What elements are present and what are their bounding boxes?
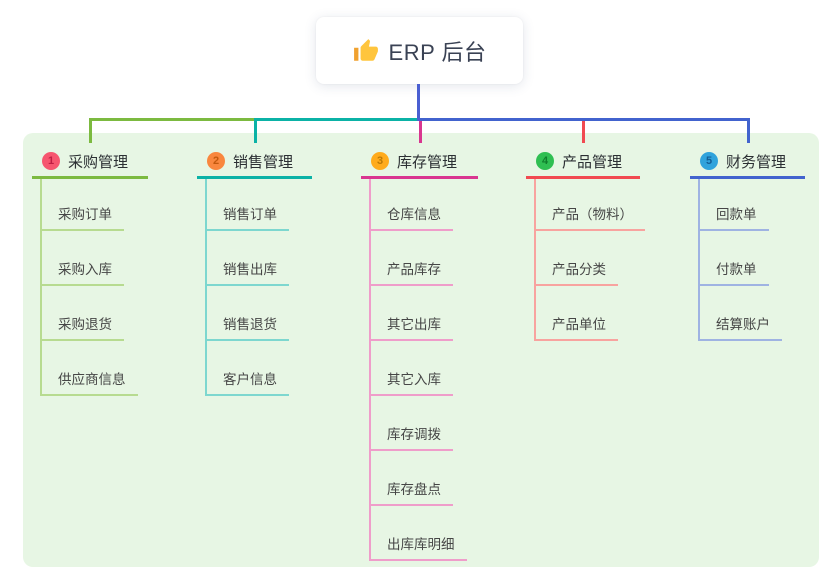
branch-3: 3 库存管理仓库信息产品库存其它出库其它入库库存调拨库存盘点出库库明细 bbox=[361, 146, 478, 561]
branch-panel bbox=[23, 133, 819, 567]
branch-title-label: 库存管理 bbox=[397, 153, 458, 171]
branch-2-number-badge: 2 bbox=[207, 152, 225, 170]
branch-5: 5 财务管理回款单付款单结算账户 bbox=[690, 146, 805, 341]
branch-4-child-2[interactable]: 产品分类 bbox=[534, 261, 618, 286]
branch-1-title[interactable]: 1 采购管理 bbox=[32, 146, 148, 179]
branch-4: 4 产品管理产品（物料） 产品分类产品单位 bbox=[526, 146, 645, 341]
branch-title-label: 采购管理 bbox=[68, 153, 129, 171]
branch-2-child-1[interactable]: 销售订单 bbox=[205, 206, 289, 231]
branch-1-child-3[interactable]: 采购退货 bbox=[40, 316, 124, 341]
branch-4-child-1[interactable]: 产品（物料） bbox=[534, 206, 645, 231]
branch-1-number-badge: 1 bbox=[42, 152, 60, 170]
branch-1-child-connector bbox=[40, 179, 42, 396]
branch-2-child-4[interactable]: 客户信息 bbox=[205, 371, 289, 396]
branch-5-child-1[interactable]: 回款单 bbox=[698, 206, 769, 231]
branch-drop-2 bbox=[254, 121, 257, 143]
branch-2-child-3[interactable]: 销售退货 bbox=[205, 316, 289, 341]
branch-1-child-2[interactable]: 采购入库 bbox=[40, 261, 124, 286]
branch-3-child-2[interactable]: 产品库存 bbox=[369, 261, 453, 286]
bus-segment-1 bbox=[89, 118, 257, 121]
branch-3-number-badge: 3 bbox=[371, 152, 389, 170]
root-node[interactable]: ERP 后台 bbox=[316, 17, 523, 84]
root-drop-line bbox=[417, 84, 420, 121]
branch-drop-5 bbox=[747, 121, 750, 143]
bus-segment-2 bbox=[254, 118, 422, 121]
branch-2-child-connector bbox=[205, 179, 207, 396]
branch-title-label: 财务管理 bbox=[726, 153, 787, 171]
branch-1-child-4[interactable]: 供应商信息 bbox=[40, 371, 138, 396]
branch-drop-1 bbox=[89, 121, 92, 143]
branch-title-label: 销售管理 bbox=[233, 153, 294, 171]
branch-3-child-5[interactable]: 库存调拨 bbox=[369, 426, 453, 451]
branch-2: 2 销售管理销售订单销售出库销售退货客户信息 bbox=[197, 146, 312, 396]
branch-drop-4 bbox=[582, 121, 585, 143]
branch-1: 1 采购管理采购订单采购入库采购退货供应商信息 bbox=[32, 146, 148, 396]
branch-5-title[interactable]: 5 财务管理 bbox=[690, 146, 805, 179]
branch-3-child-6[interactable]: 库存盘点 bbox=[369, 481, 453, 506]
branch-title-label: 产品管理 bbox=[562, 153, 623, 171]
branch-5-child-2[interactable]: 付款单 bbox=[698, 261, 769, 286]
branch-4-number-badge: 4 bbox=[536, 152, 554, 170]
branch-5-child-connector bbox=[698, 179, 700, 341]
branch-2-title[interactable]: 2 销售管理 bbox=[197, 146, 312, 179]
branch-drop-3 bbox=[419, 121, 422, 143]
root-label: ERP 后台 bbox=[388, 39, 487, 65]
thumbs-up-icon bbox=[353, 38, 378, 61]
branch-4-child-connector bbox=[534, 179, 536, 341]
branch-1-child-1[interactable]: 采购订单 bbox=[40, 206, 124, 231]
branch-3-child-1[interactable]: 仓库信息 bbox=[369, 206, 453, 231]
branch-4-child-3[interactable]: 产品单位 bbox=[534, 316, 618, 341]
branch-5-number-badge: 5 bbox=[700, 152, 718, 170]
branch-3-child-4[interactable]: 其它入库 bbox=[369, 371, 453, 396]
branch-2-child-2[interactable]: 销售出库 bbox=[205, 261, 289, 286]
branch-3-child-connector bbox=[369, 179, 371, 561]
branch-3-title[interactable]: 3 库存管理 bbox=[361, 146, 478, 179]
branch-3-child-3[interactable]: 其它出库 bbox=[369, 316, 453, 341]
branch-5-child-3[interactable]: 结算账户 bbox=[698, 316, 782, 341]
bus-segment-3 bbox=[419, 118, 750, 121]
branch-4-title[interactable]: 4 产品管理 bbox=[526, 146, 640, 179]
branch-3-child-7[interactable]: 出库库明细 bbox=[369, 536, 467, 561]
